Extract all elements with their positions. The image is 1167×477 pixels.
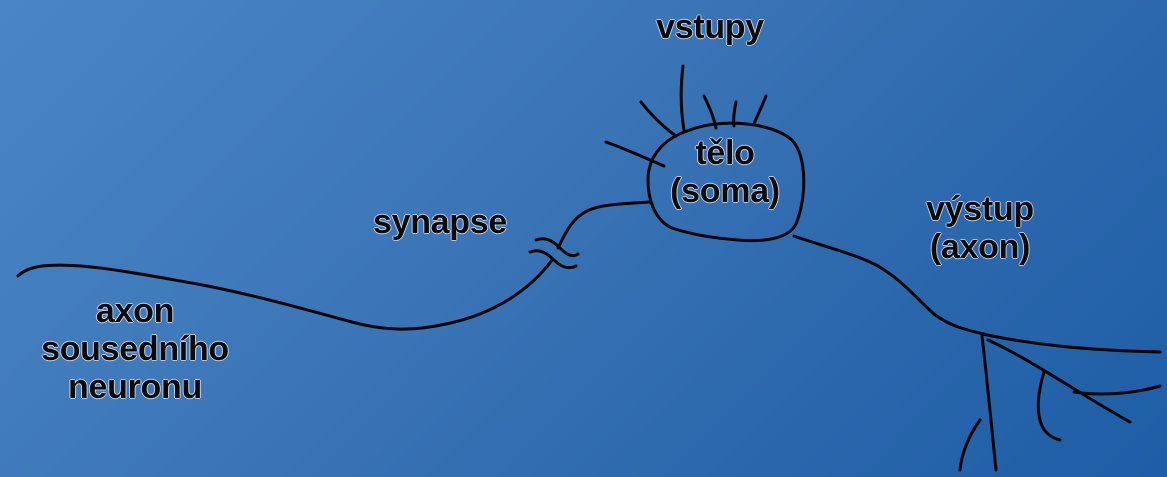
synapse-label: synapse <box>360 203 520 241</box>
axon-branch-6 <box>958 418 982 472</box>
synapse-label-text: synapse <box>373 203 507 241</box>
soma-label-line-2: (soma) <box>670 172 780 211</box>
output-axon <box>792 234 986 336</box>
neighbor-axon <box>16 258 554 331</box>
synapse-connector <box>556 200 652 250</box>
output-label-line-1: výstup <box>926 190 1034 228</box>
synapse-gap-mark-2 <box>528 249 578 270</box>
neighbor-axon-label: axon sousedního neuronu <box>30 292 240 406</box>
dendrite-3 <box>732 100 738 128</box>
axon-branch-3 <box>1036 370 1062 442</box>
axon-branch-5 <box>980 334 998 472</box>
axon-branch-4 <box>1072 384 1162 396</box>
dendrite-4 <box>752 94 768 126</box>
dendrite-2 <box>702 94 718 130</box>
inputs-label-text: vstupy <box>656 8 764 46</box>
soma-label: tělo (soma) <box>660 134 790 210</box>
soma-outline <box>646 121 806 243</box>
axon-branch-1 <box>980 332 1162 354</box>
soma-label-line-1: tělo <box>695 134 755 172</box>
neighbor-axon-label-line-2: sousedního <box>41 330 229 369</box>
neighbor-axon-label-line-1: axon <box>95 292 175 330</box>
neighbor-axon-label-line-3: neuronu <box>68 368 202 407</box>
output-label: výstup (axon) <box>900 190 1060 266</box>
synapse-gap-mark-1 <box>534 237 580 258</box>
dendrite-5 <box>639 100 678 138</box>
axon-branch-2 <box>986 338 1132 424</box>
inputs-label: vstupy <box>640 8 780 46</box>
output-label-line-2: (axon) <box>929 228 1031 267</box>
dendrite-6 <box>604 140 666 168</box>
dendrite-1 <box>679 64 686 132</box>
